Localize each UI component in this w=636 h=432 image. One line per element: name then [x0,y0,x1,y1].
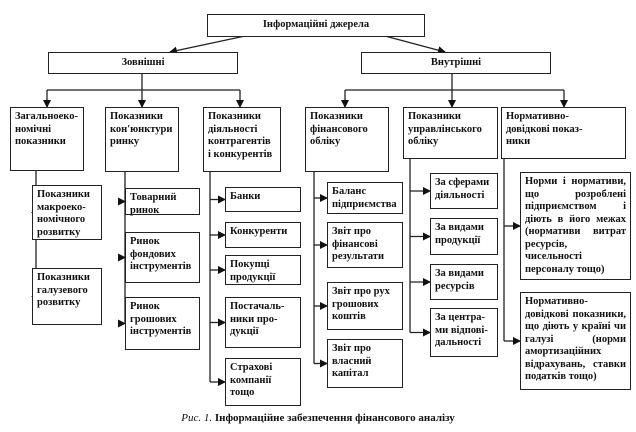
sub-item-box: Баланс підприємства [327,182,403,214]
sub-item-box: Постачаль- ники про- дукції [225,297,301,348]
category-box: Показники кон'юнктури ринку [105,107,179,172]
caption-prefix: Рис. 1. [181,412,213,424]
external-box: Зовнішні [48,52,238,74]
sub-item-label: За видами продукції [435,222,484,246]
category-label: Загальноеко- номічні показники [15,111,78,147]
sub-item-label: За центра- ми відпові- дальності [435,312,488,348]
sub-item-label: Ринок фондових інструментів [130,236,192,272]
sub-item-label: Банки [230,191,261,202]
external-label: Зовнішні [121,56,165,68]
root-box: Інформаційні джерела [207,14,425,37]
sub-item-label: Звіт про власний капітал [332,343,372,379]
category-label: Показники управлінського обліку [408,111,482,147]
category-box: Нормативно- довідкові показ- ники [501,107,626,159]
arrow-root-internal [384,35,446,55]
sub-item-box: Норми і нормативи, що розроблені підприє… [520,172,631,280]
internal-box: Внутрішні [361,52,551,74]
sub-item-label: Нормативно-довідкові показники, що діють… [525,296,626,382]
sub-item-label: За видами ресурсів [435,268,484,292]
sub-item-label: Страхові компанії тощо [230,362,273,398]
category-label: Нормативно- довідкові показ- ники [506,111,583,147]
sub-item-box: Банки [225,187,301,212]
sub-item-label: Товарний ринок [130,192,177,216]
sub-item-box: Ринок грошових інструментів [125,297,200,350]
sub-item-label: Баланс підприємства [332,186,397,210]
category-box: Загальноеко- номічні показники [10,107,84,171]
sub-item-label: Звіт про рух грошових коштів [332,286,390,322]
category-box: Показники діяльності контрагентів і конк… [203,107,281,172]
internal-label: Внутрішні [430,56,482,68]
sub-item-label: Покупці продукції [230,259,276,283]
sub-item-label: Ринок грошових інструментів [130,301,192,337]
sub-item-label: Постачаль- ники про- дукції [230,301,285,337]
sub-item-box: Конкуренти [225,222,301,248]
sub-item-label: За сферами діяльності [435,177,490,201]
sub-item-box: Ринок фондових інструментів [125,232,200,283]
sub-item-box: За центра- ми відпові- дальності [430,308,498,357]
sub-item-box: Звіт про власний капітал [327,339,403,388]
sub-item-box: За видами продукції [430,218,498,255]
arrow-root-external [169,35,246,55]
sub-item-label: Показники галузевого розвитку [37,272,90,308]
sub-item-box: Показники макроеко- номічного розвитку [32,185,102,240]
category-label: Показники фінансового обліку [310,111,368,147]
sub-item-label: Норми і нормативи, що розроблені підприє… [525,176,626,275]
figure-caption: Рис. 1. Інформаційне забезпечення фінанс… [0,412,636,424]
sub-item-box: Товарний ринок [125,188,200,216]
sub-item-box: За видами ресурсів [430,264,498,300]
sub-item-box: Страхові компанії тощо [225,358,301,406]
category-label: Показники діяльності контрагентів і конк… [208,111,273,160]
sub-item-label: Показники макроеко- номічного розвитку [37,189,90,238]
root-label: Інформаційні джерела [262,19,370,31]
sub-item-box: Показники галузевого розвитку [32,268,102,325]
sub-item-label: Звіт про фінансові результати [332,226,385,262]
sub-item-label: Конкуренти [230,226,288,237]
caption-title: Інформаційне забезпечення фінансового ан… [214,412,455,424]
sub-item-box: Нормативно-довідкові показники, що діють… [520,292,631,390]
category-box: Показники управлінського обліку [403,107,498,159]
category-label: Показники кон'юнктури ринку [110,111,173,147]
sub-item-box: Звіт про фінансові результати [327,222,403,268]
sub-item-box: Покупці продукції [225,255,301,285]
category-box: Показники фінансового обліку [305,107,389,172]
sub-item-box: За сферами діяльності [430,173,498,209]
sub-item-box: Звіт про рух грошових коштів [327,282,403,330]
